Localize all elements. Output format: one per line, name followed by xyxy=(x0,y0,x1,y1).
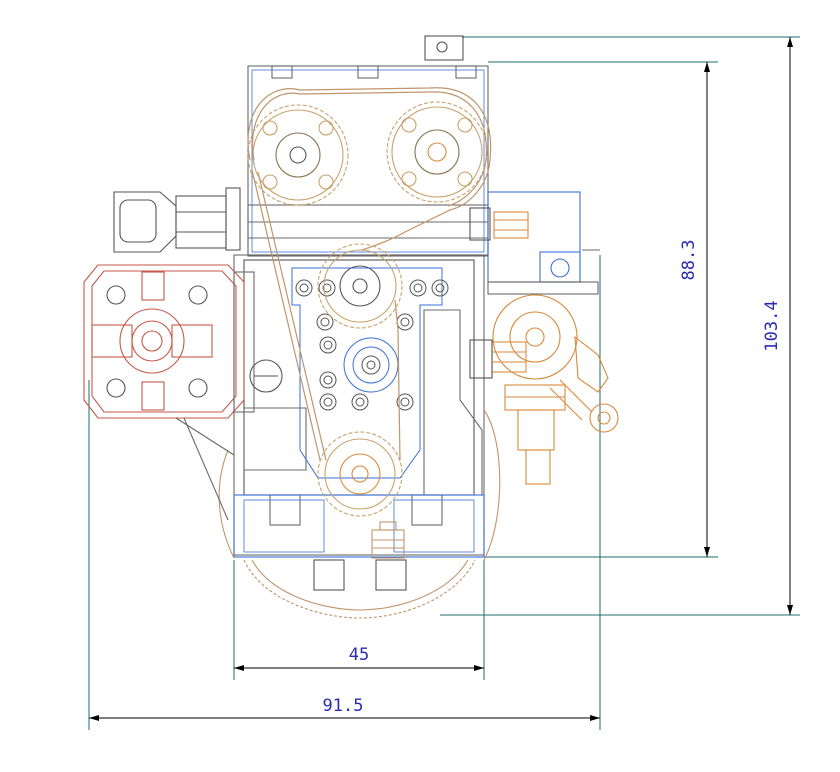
left-housing xyxy=(175,271,283,521)
bolts xyxy=(295,279,449,411)
distributor xyxy=(83,264,245,419)
cylinder-head xyxy=(247,65,489,257)
carb-body xyxy=(504,384,566,485)
crankcase xyxy=(233,254,485,558)
dim-height-inner-label: 88.3 xyxy=(679,240,699,281)
starter-motor xyxy=(113,187,241,253)
crankshaft-pulley xyxy=(317,431,403,517)
dimension-lines xyxy=(89,37,793,721)
dim-width-outer-label: 91.5 xyxy=(323,696,364,716)
fuel-fitting-top xyxy=(469,207,529,241)
carburetor xyxy=(469,294,619,433)
dim-width-inner-label: 45 xyxy=(349,645,369,665)
camshaft-gear-left xyxy=(247,104,349,206)
flywheel xyxy=(218,409,501,619)
timing-belt xyxy=(247,87,492,461)
top-bracket xyxy=(424,35,464,61)
intake-manifold xyxy=(487,191,600,295)
idler-pulley xyxy=(317,243,403,329)
extension-lines xyxy=(88,36,800,730)
timing-plate xyxy=(291,267,443,479)
drain-plug xyxy=(371,521,405,559)
dim-height-outer-label: 103.4 xyxy=(762,300,782,351)
camshaft-gear-right xyxy=(386,101,488,203)
